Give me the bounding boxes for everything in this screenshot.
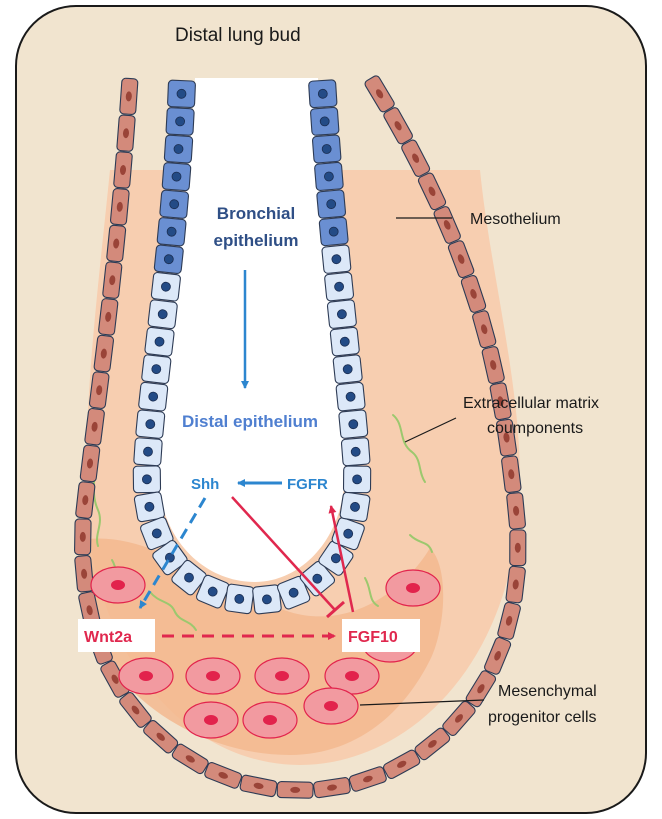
progenitor-cell xyxy=(186,658,240,694)
mesothelium-cell xyxy=(506,566,526,603)
distal-epithelial-cell xyxy=(252,585,281,615)
mesenchymal-label-line1: Mesenchymal xyxy=(498,683,597,700)
bronchial-epithelial-cell xyxy=(317,190,346,219)
mesothelium-cell xyxy=(117,115,136,152)
fgf10-label: FGF10 xyxy=(348,629,398,646)
wnt2a-label: Wnt2a xyxy=(84,629,132,646)
shh-label: Shh xyxy=(191,476,219,493)
bronchial-epithelial-cell xyxy=(154,245,184,274)
distal-epithelial-cell xyxy=(151,272,181,301)
mesothelium-cell xyxy=(114,151,133,188)
mesothelium-cell xyxy=(106,225,126,262)
distal-epithelial-cell xyxy=(324,272,354,301)
bronchial-epithelial-cell xyxy=(310,107,339,135)
progenitor-cell xyxy=(184,702,238,738)
progenitor-cell xyxy=(243,702,297,738)
distal-epithelial-cell xyxy=(145,327,175,356)
distal-epithelial-cell xyxy=(322,245,351,274)
distal-epithelial-cell xyxy=(340,492,371,522)
mesothelium-cell xyxy=(110,188,129,225)
bronchial-epithelial-cell xyxy=(314,162,343,191)
bronchial-epithelial-cell xyxy=(162,162,191,191)
diagram-title: Distal lung bud xyxy=(175,25,301,46)
bronchial-epithelial-cell xyxy=(167,80,195,108)
distal-epithelial-cell xyxy=(336,382,366,411)
mesothelium-cell xyxy=(277,781,313,798)
distal-epithelial-cell xyxy=(134,438,163,466)
progenitor-cell xyxy=(255,658,309,694)
bronchial-epithelium-line1: Bronchial xyxy=(217,204,295,223)
progenitor-cell xyxy=(304,688,358,724)
distal-epithelial-cell xyxy=(343,466,370,493)
distal-epithelial-cell xyxy=(333,355,363,384)
distal-epithelial-cell xyxy=(136,410,165,439)
ecm-label-line2: coumponents xyxy=(487,420,583,437)
mesothelium-cell xyxy=(510,530,526,566)
distal-epithelial-cell xyxy=(224,584,254,614)
fgfr-label: FGFR xyxy=(287,476,328,493)
distal-epithelial-cell xyxy=(339,410,368,439)
bronchial-epithelial-cell xyxy=(312,135,341,163)
progenitor-cell xyxy=(91,567,145,603)
mesothelium-cell xyxy=(75,481,95,518)
mesothelium-cell xyxy=(74,519,91,555)
bronchial-epithelial-cell xyxy=(308,80,337,108)
distal-epithelial-cell xyxy=(327,300,357,329)
bronchial-epithelial-cell xyxy=(164,135,193,163)
bronchial-epithelial-cell xyxy=(157,217,186,246)
distal-epithelial-cell xyxy=(133,466,160,493)
progenitor-cell xyxy=(119,658,173,694)
ecm-label-line1: Extracellular matrix xyxy=(463,395,599,412)
mesothelium-label: Mesothelium xyxy=(470,211,561,228)
distal-epithelial-cell xyxy=(141,354,171,383)
bronchial-epithelial-cell xyxy=(166,107,194,135)
mesothelium-cell xyxy=(506,492,525,529)
progenitor-cell xyxy=(386,570,440,606)
distal-epithelial-cell xyxy=(138,382,168,411)
distal-epithelial-cell xyxy=(330,327,360,356)
mesothelium-cell xyxy=(98,298,118,335)
mesenchymal-label-line2: progenitor cells xyxy=(488,709,597,726)
mesothelium-cell xyxy=(102,262,122,299)
distal-epithelial-cell xyxy=(341,437,370,466)
bronchial-epithelium-line2: epithelium xyxy=(213,231,298,250)
mesothelium-cell xyxy=(120,78,138,115)
bronchial-epithelial-cell xyxy=(319,217,348,246)
distal-epithelium-label: Distal epithelium xyxy=(182,412,318,431)
bronchial-epithelial-cell xyxy=(160,190,189,219)
distal-epithelial-cell xyxy=(148,300,178,329)
